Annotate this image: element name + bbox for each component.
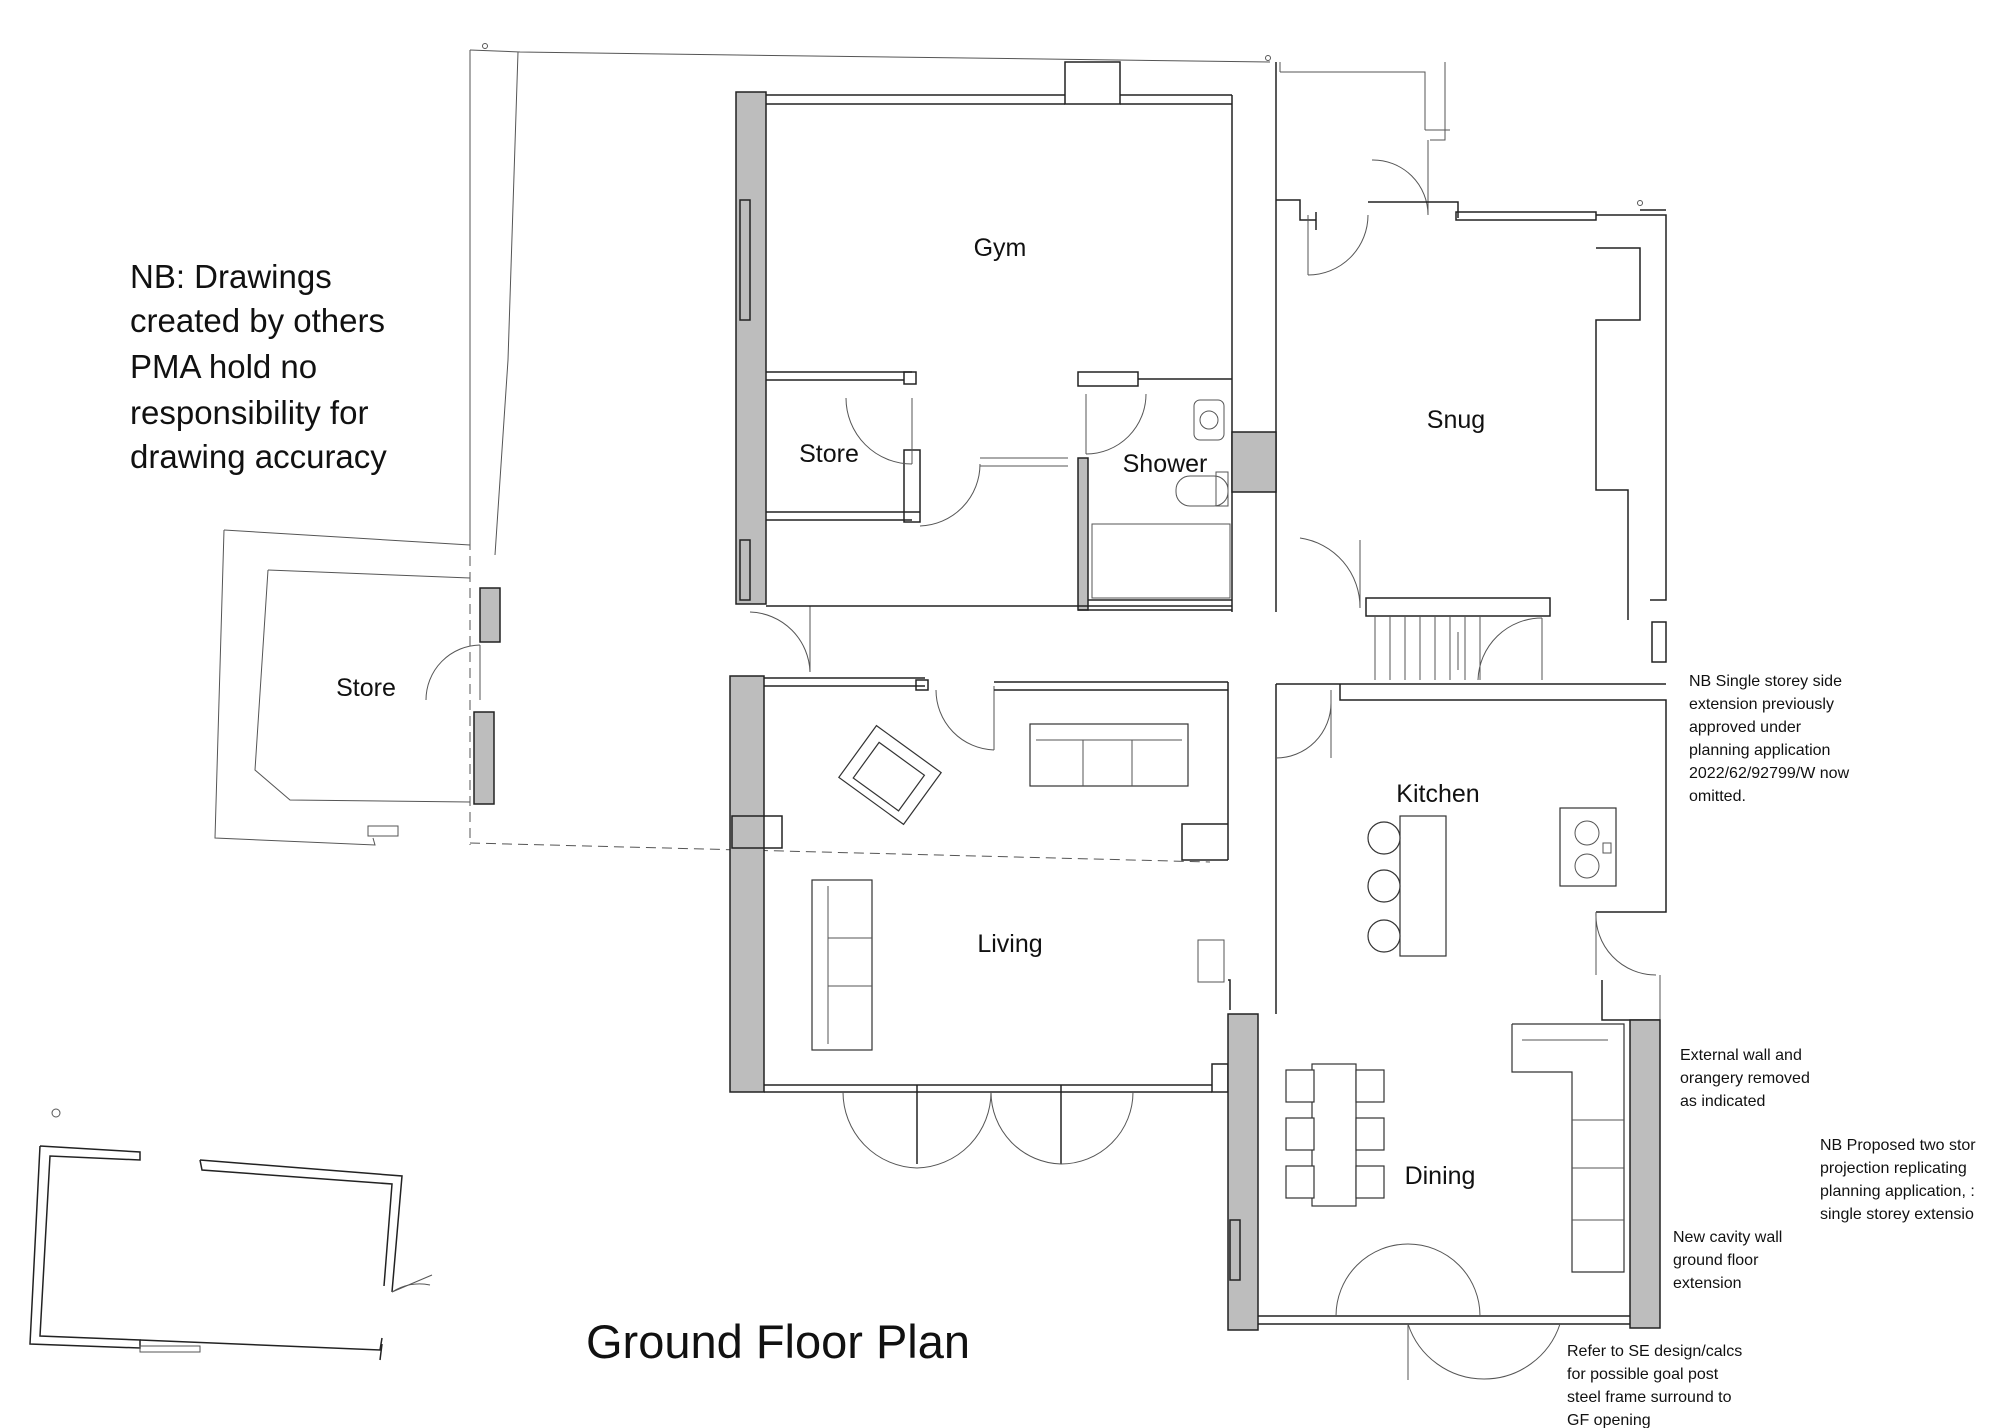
disclaimer-line: NB: Drawings <box>130 258 332 295</box>
annotation-line: steel frame surround to <box>1567 1389 1732 1406</box>
snug-block-walls <box>1276 140 1667 685</box>
annotation-line: planning application, : <box>1820 1183 1975 1200</box>
annotation-cavity-wall: New cavity wall ground floor extension <box>1673 1229 1782 1292</box>
disclaimer-line: responsibility for <box>130 394 368 431</box>
annotation-se-design: Refer to SE design/calcs for possible go… <box>1567 1343 1742 1428</box>
detached-building <box>29 1108 433 1361</box>
annotation-line: ground floor <box>1673 1252 1759 1269</box>
annotation-side-extension: NB Single storey side extension previous… <box>1689 673 1850 805</box>
room-label-store-outbuilding: Store <box>336 674 396 702</box>
room-label-gym: Gym <box>974 234 1027 262</box>
gym-block-walls <box>735 61 1277 612</box>
drawing-title: Ground Floor Plan <box>586 1315 970 1368</box>
kitchen-dining-walls <box>1227 684 1667 1380</box>
disclaimer-line: created by others <box>130 302 385 339</box>
annotation-line: 2022/62/92799/W now <box>1689 765 1850 782</box>
annotation-line: approved under <box>1689 719 1802 736</box>
annotation-line: Refer to SE design/calcs <box>1567 1343 1742 1360</box>
annotation-line: orangery removed <box>1680 1070 1810 1087</box>
living-room-walls <box>729 605 1232 1169</box>
annotation-line: extension <box>1673 1275 1742 1292</box>
room-label-kitchen: Kitchen <box>1396 780 1479 808</box>
disclaimer-note: NB: Drawings created by others PMA hold … <box>130 258 387 475</box>
site-boundary <box>469 43 1643 556</box>
annotation-line: extension previously <box>1689 696 1834 713</box>
room-label-store-inner: Store <box>799 440 859 468</box>
room-label-snug: Snug <box>1427 406 1485 434</box>
annotation-two-storey: NB Proposed two stor projection replicat… <box>1820 1137 1976 1223</box>
annotation-line: planning application <box>1689 742 1830 759</box>
annotation-line: NB Single storey side <box>1689 673 1842 690</box>
room-label-dining: Dining <box>1405 1162 1476 1190</box>
annotation-line: as indicated <box>1680 1093 1765 1110</box>
disclaimer-line: PMA hold no <box>130 348 317 385</box>
removed-wall-dashed-line <box>469 842 1211 863</box>
disclaimer-line: drawing accuracy <box>130 438 387 475</box>
annotation-line: External wall and <box>1680 1047 1802 1064</box>
living-furniture <box>811 723 1189 1051</box>
annotation-line: GF opening <box>1567 1412 1651 1428</box>
room-label-shower: Shower <box>1123 450 1208 478</box>
annotation-line: New cavity wall <box>1673 1229 1782 1246</box>
annotation-line: NB Proposed two stor <box>1820 1137 1976 1154</box>
annotation-line: omitted. <box>1689 788 1746 805</box>
outbuilding-store <box>214 529 501 846</box>
annotation-line: for possible goal post <box>1567 1366 1719 1383</box>
annotation-line: projection replicating <box>1820 1160 1967 1177</box>
room-label-living: Living <box>977 930 1042 958</box>
annotation-external-wall: External wall and orangery removed as in… <box>1680 1047 1810 1110</box>
annotation-line: single storey extensio <box>1820 1206 1974 1223</box>
